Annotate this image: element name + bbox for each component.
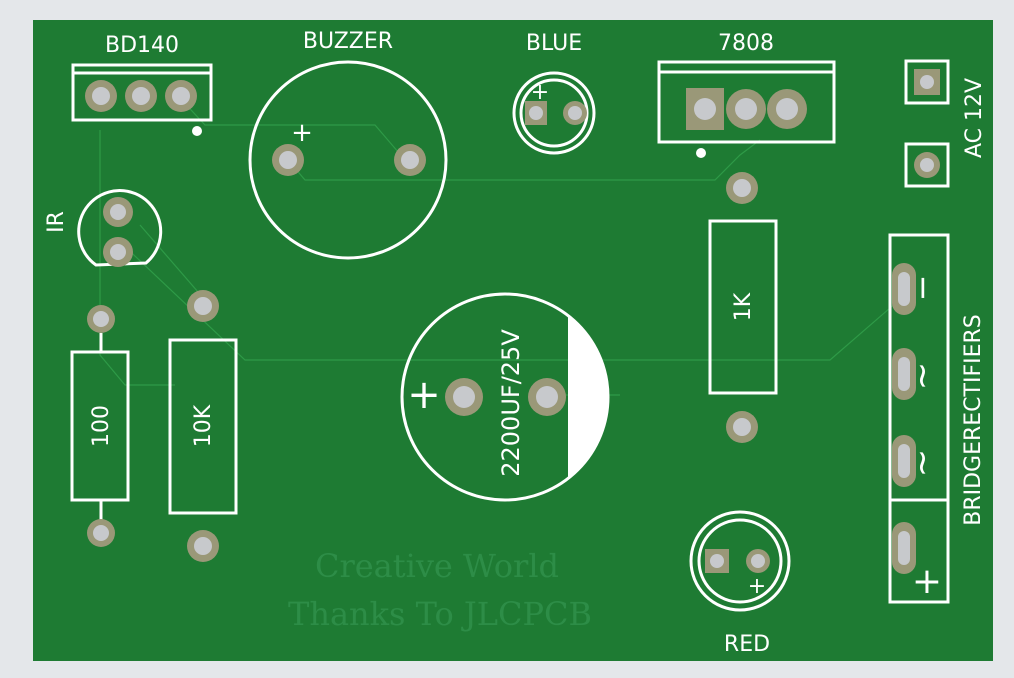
resistor-10k: 10K bbox=[168, 290, 238, 562]
regulator-7808: 7808 bbox=[657, 31, 836, 158]
buzzer-plus-symbol: + bbox=[291, 118, 313, 148]
bridge-rectifier-label: BRIDGERECTIFIERS bbox=[961, 314, 986, 526]
watermark-line-2: Thanks To JLCPCB bbox=[288, 595, 592, 633]
ac-12v-label: AC 12V bbox=[962, 78, 987, 158]
resistor-100-label: 100 bbox=[89, 405, 114, 447]
bridge-plus-symbol: + bbox=[912, 561, 942, 602]
buzzer-label: BUZZER bbox=[303, 29, 393, 54]
bridge-ac-symbol-1: ~ bbox=[902, 362, 942, 391]
ir-label: IR bbox=[44, 211, 69, 233]
resistor-1k-label: 1K bbox=[731, 292, 756, 321]
bridge-rectifier: − ~ ~ + BRIDGERECTIFIERS bbox=[888, 233, 986, 604]
regulator-label: 7808 bbox=[718, 31, 774, 56]
ac-input-connector: AC 12V bbox=[904, 59, 987, 188]
capacitor-2200uf: + 2200UF/25V bbox=[400, 292, 610, 502]
watermark: Creative World Thanks To JLCPCB bbox=[288, 547, 592, 633]
blue-led-label: BLUE bbox=[526, 31, 582, 56]
bridge-minus-symbol: − bbox=[903, 275, 941, 302]
red-led-label: RED bbox=[724, 632, 770, 657]
resistor-10k-label: 10K bbox=[191, 404, 216, 447]
resistor-1k: 1K bbox=[708, 172, 778, 443]
blue-led: + BLUE bbox=[512, 31, 596, 155]
buzzer: + BUZZER bbox=[248, 29, 448, 260]
blue-led-plus-symbol: + bbox=[531, 80, 549, 105]
red-led: + RED bbox=[689, 510, 791, 657]
copper-traces bbox=[99, 97, 906, 396]
bd140-label: BD140 bbox=[105, 33, 179, 58]
bd140-transistor: BD140 bbox=[71, 33, 213, 136]
red-led-plus-symbol: + bbox=[748, 574, 766, 599]
resistor-100: 100 bbox=[70, 305, 130, 547]
ir-receiver: IR bbox=[44, 189, 163, 267]
bridge-ac-symbol-2: ~ bbox=[902, 449, 942, 478]
capacitor-label: 2200UF/25V bbox=[497, 329, 525, 477]
capacitor-plus-symbol: + bbox=[407, 372, 441, 418]
watermark-line-1: Creative World bbox=[315, 547, 559, 585]
